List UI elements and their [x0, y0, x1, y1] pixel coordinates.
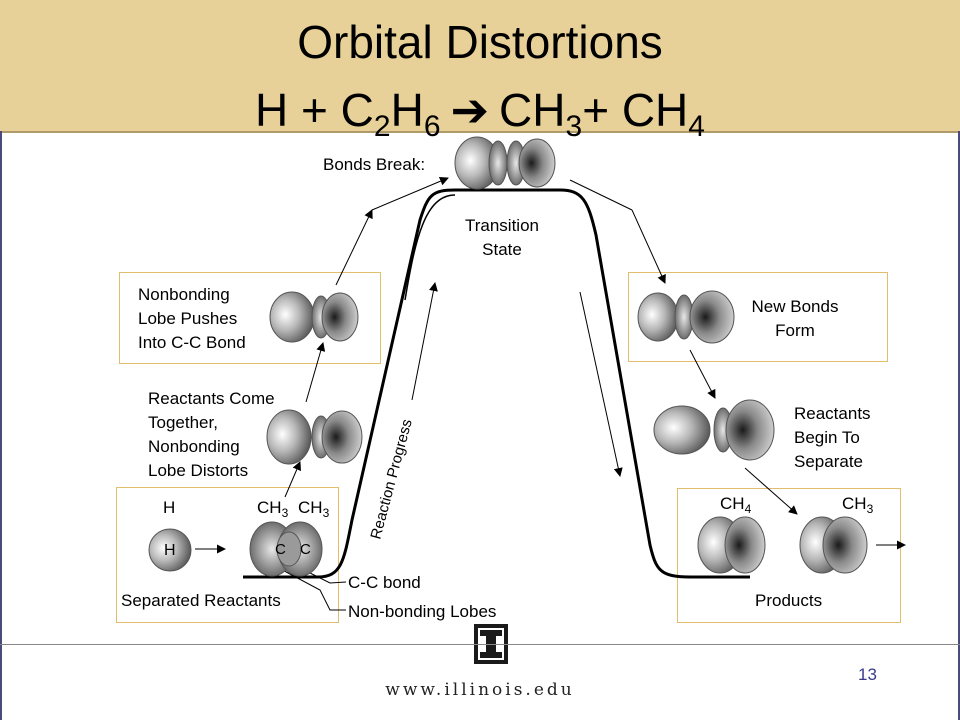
h-atom-label: H	[164, 542, 176, 559]
reaction-equation: H + C2H6➔CH3+ CH4	[255, 84, 705, 143]
flow-arrow-6	[631, 209, 666, 284]
nonbonding-pushes-orbital	[269, 291, 359, 343]
energy-curve-inner	[404, 194, 456, 301]
nonbonding-lobes-label: Non-bonding Lobes	[348, 602, 497, 621]
bonds-break-label: Bonds Break:	[323, 155, 426, 174]
right-arrow-icon: ➔	[450, 84, 490, 136]
cc-bond-label: C-C bond	[348, 573, 421, 592]
carbon-1-label: C	[275, 541, 286, 558]
transition-state-orbital	[454, 136, 556, 190]
ch3-product-label: CH3	[842, 494, 874, 516]
flow-arrow-2	[305, 342, 326, 403]
h-atom	[148, 528, 192, 572]
ch4-label: CH4	[720, 494, 752, 516]
slide-title: Orbital Distortions	[297, 16, 663, 68]
ethane-orbital	[249, 521, 323, 577]
nonbonding-pushes-label: Nonbonding Lobe Pushes Into C-C Bond	[138, 285, 246, 352]
nonbonding-pushes-box	[119, 272, 381, 364]
flow-arrow-8	[744, 467, 798, 515]
flow-arrow-5	[569, 179, 633, 211]
nonbonding-callout	[274, 565, 346, 611]
right-frame-border	[958, 131, 960, 720]
flow-arrow-3	[335, 209, 373, 286]
separated-reactants-label: Separated Reactants	[121, 591, 281, 610]
reaction-progress-label: Reaction Progress	[367, 417, 415, 541]
ch3-right-label: CH3	[298, 498, 330, 520]
new-bonds-box	[628, 272, 888, 362]
ch3-orbital	[799, 516, 868, 574]
flow-arrow-7	[689, 349, 716, 399]
footer-url: www.illinois.edu	[385, 680, 575, 700]
products-label: Products	[755, 591, 823, 610]
energy-curve	[243, 188, 750, 579]
progress-arrow-2	[579, 291, 623, 477]
flow-arrow-4	[371, 176, 449, 211]
flow-arrow-1	[284, 461, 301, 498]
transition-state-label: Transition State	[464, 216, 539, 259]
new-bonds-label: New Bonds Form	[751, 297, 839, 340]
ch4-orbital	[697, 516, 766, 574]
page-number: 13	[858, 665, 877, 684]
h-top-label: H	[163, 498, 176, 517]
footer-divider	[0, 644, 960, 645]
reactants-come-label: Reactants Come Together, Nonbonding Lobe…	[148, 389, 275, 480]
products-box	[677, 488, 901, 623]
separated-reactants-box	[116, 487, 339, 623]
begin-separate-label: Reactants Begin To Separate	[794, 404, 871, 471]
carbon-2-label: C	[300, 541, 311, 558]
ch3-left-label: CH3	[257, 498, 289, 520]
left-frame-border	[0, 131, 2, 720]
progress-arrow-1	[411, 282, 438, 401]
separating-orbital	[653, 399, 775, 461]
title-banner: Orbital Distortions H + C2H6➔CH3+ CH4	[0, 0, 960, 142]
new-bonds-orbital	[637, 290, 735, 344]
reactants-approach-orbital	[266, 409, 363, 465]
